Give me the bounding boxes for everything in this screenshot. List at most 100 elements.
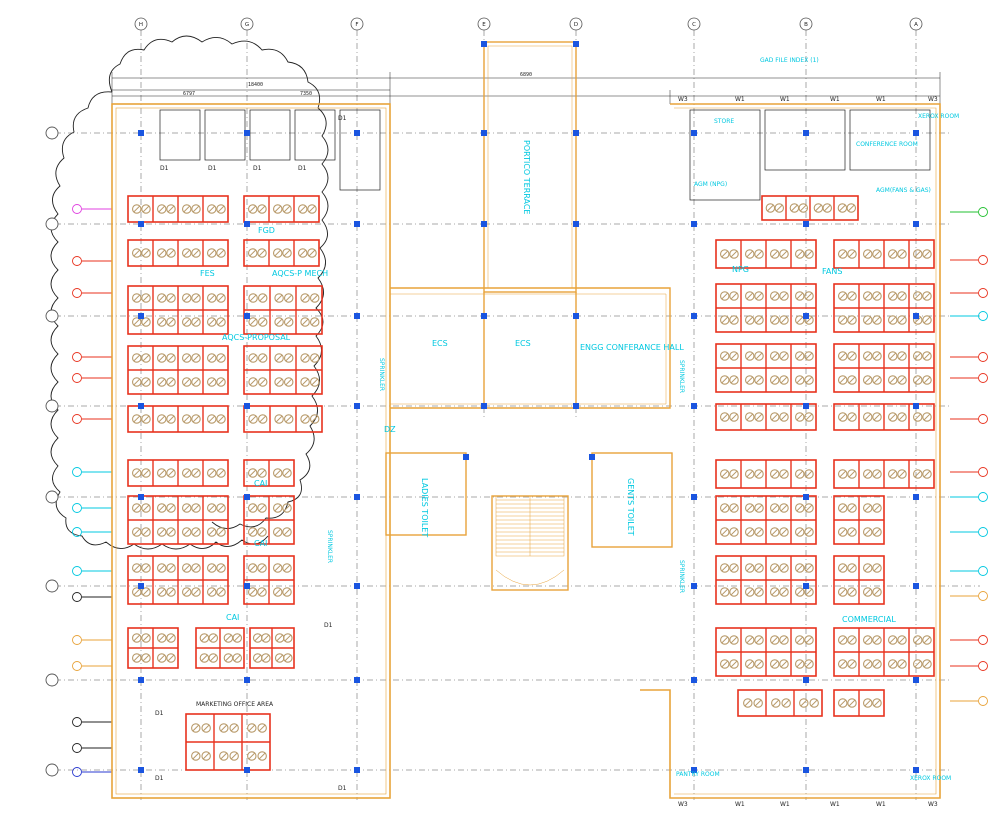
chair — [182, 503, 192, 513]
chair-back — [848, 564, 856, 572]
chair — [897, 412, 907, 422]
chair-back — [248, 752, 256, 760]
chair — [248, 527, 258, 537]
chair — [248, 587, 258, 597]
chair — [166, 353, 176, 363]
chair-back — [142, 378, 150, 386]
chair — [208, 633, 219, 643]
chair-back — [142, 469, 150, 477]
chair-back — [746, 470, 754, 478]
partition-outline — [243, 195, 320, 223]
column — [691, 313, 697, 319]
chair — [207, 377, 217, 387]
chair-back — [721, 250, 729, 258]
chair — [719, 587, 730, 597]
chair — [754, 635, 764, 645]
chair — [744, 351, 755, 361]
chair-back — [283, 205, 291, 213]
chair-back — [923, 636, 931, 644]
chair — [872, 412, 882, 422]
chair-back — [217, 469, 225, 477]
chair — [283, 633, 293, 643]
chair — [769, 375, 780, 385]
chair-back — [249, 378, 257, 386]
chair — [729, 635, 739, 645]
chair-back — [217, 588, 225, 596]
chair-back — [796, 413, 804, 421]
workstation-cluster — [833, 689, 885, 717]
label-fgd: FGD — [258, 226, 275, 235]
chair — [922, 375, 932, 385]
workstation-cluster — [243, 555, 295, 605]
chair — [922, 412, 932, 422]
chair — [257, 204, 267, 214]
chair — [754, 469, 764, 479]
chair — [804, 375, 814, 385]
chair — [191, 353, 201, 363]
chair — [872, 375, 882, 385]
chair-back — [810, 699, 818, 707]
chair — [744, 527, 755, 537]
chair — [157, 633, 167, 643]
chair — [300, 293, 310, 303]
chair-back — [158, 318, 166, 326]
chair-back — [864, 699, 872, 707]
label-ecs-1: ECS — [432, 339, 448, 348]
chair — [794, 249, 805, 259]
chair — [132, 468, 142, 478]
workstation-cluster — [243, 285, 323, 335]
chair — [847, 412, 857, 422]
chair-back — [805, 660, 813, 668]
chair-back — [283, 528, 291, 536]
chair — [207, 503, 217, 513]
svg-text:D: D — [574, 22, 578, 28]
chair — [862, 375, 873, 385]
door-tag: D1 — [208, 165, 217, 172]
chair — [300, 353, 310, 363]
chair — [837, 563, 848, 573]
chair-back — [258, 249, 266, 257]
chair-back — [889, 636, 897, 644]
chair-back — [823, 204, 831, 212]
chair — [729, 503, 739, 513]
dimension-7350: 7350 — [300, 91, 312, 97]
chair — [132, 293, 142, 303]
chair-back — [780, 660, 788, 668]
chair — [257, 751, 267, 761]
chair — [157, 503, 167, 513]
chair-back — [208, 249, 216, 257]
chair-back — [230, 752, 238, 760]
chair-back — [864, 528, 872, 536]
chair-back — [192, 564, 200, 572]
column — [481, 41, 487, 47]
workstation-cluster — [833, 283, 935, 333]
chair-back — [249, 415, 257, 423]
chair-back — [158, 249, 166, 257]
chair-back — [873, 413, 881, 421]
chair — [191, 723, 201, 733]
chair — [261, 633, 271, 643]
workstation-cluster — [127, 345, 229, 395]
chair-back — [217, 415, 225, 423]
chair-back — [133, 469, 141, 477]
chair — [794, 587, 805, 597]
chair-back — [805, 564, 813, 572]
chair-back — [167, 654, 175, 662]
door-tag: D1 — [160, 165, 169, 172]
chair — [257, 527, 267, 537]
chair — [182, 353, 192, 363]
chair — [283, 293, 294, 303]
chair-back — [730, 660, 738, 668]
chair — [822, 203, 833, 213]
chair-back — [796, 376, 804, 384]
chair — [872, 698, 882, 708]
chair-back — [889, 316, 897, 324]
chair — [837, 351, 848, 361]
chair-back — [805, 376, 813, 384]
chair-back — [730, 636, 738, 644]
chair — [872, 587, 882, 597]
chair — [847, 375, 857, 385]
chair-back — [755, 316, 763, 324]
window-tag: W3 — [928, 801, 938, 808]
right-side-markers — [950, 207, 988, 706]
